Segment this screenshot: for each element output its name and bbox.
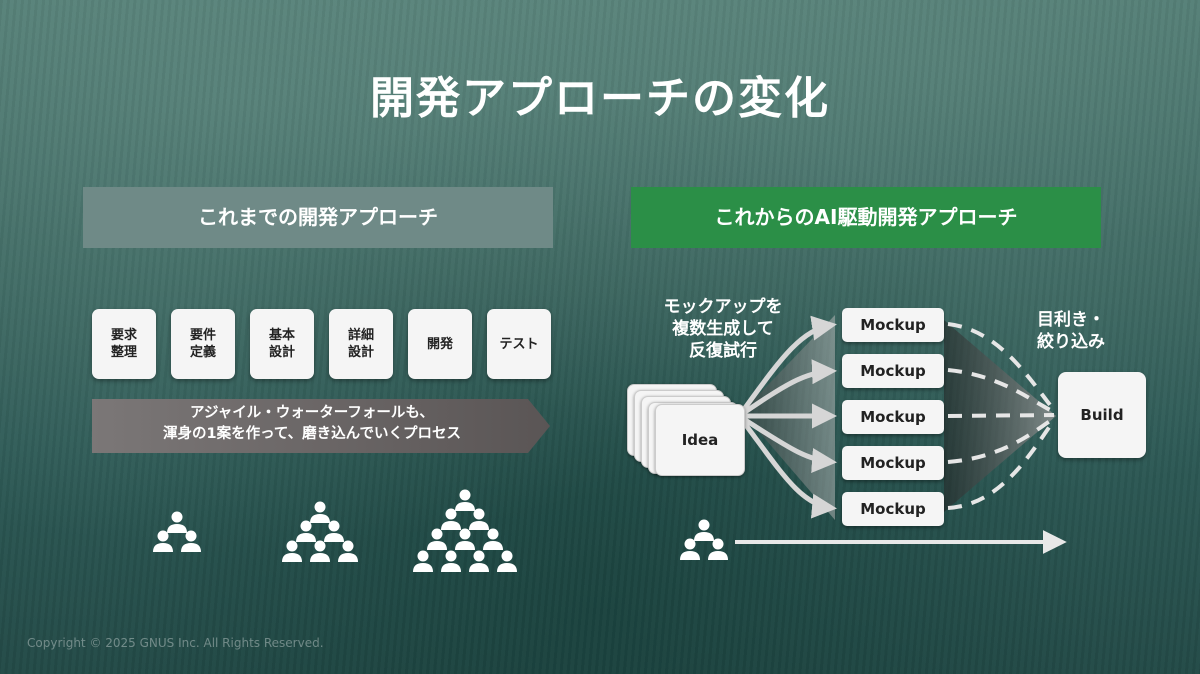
step-requirements-definition: 要件 定義 bbox=[171, 309, 235, 379]
converge-line-3 bbox=[947, 413, 1055, 418]
traditional-approach-header: これまでの開発アプローチ bbox=[83, 187, 553, 248]
fan-arrow-1 bbox=[739, 315, 837, 414]
ai-approach-header: これからのAI駆動開発アプローチ bbox=[631, 187, 1101, 248]
step-detailed-design: 詳細 設計 bbox=[329, 309, 393, 379]
converge-line-4 bbox=[947, 416, 1056, 464]
converge-line-2 bbox=[947, 368, 1055, 414]
fan-arrow-4 bbox=[740, 415, 837, 473]
step-basic-design: 基本 設計 bbox=[250, 309, 314, 379]
mockup-iteration-label: モックアップを 複数生成して 反復試行 bbox=[663, 297, 783, 361]
converge-line-1 bbox=[947, 322, 1056, 412]
ai-small-team-icon bbox=[680, 519, 728, 560]
mockup-card-3: Mockup bbox=[842, 400, 944, 434]
fan-arrow-2 bbox=[740, 359, 837, 417]
process-description: アジャイル・ウォーターフォールも、 渾身の1案を作って、磨き込んでいくプロセス bbox=[163, 405, 461, 442]
fan-arrow-5 bbox=[740, 418, 837, 519]
mockup-card-2: Mockup bbox=[842, 354, 944, 388]
converge-line-5 bbox=[947, 418, 1056, 510]
step-requirements-gathering: 要求 整理 bbox=[92, 309, 156, 379]
medium-team-icon bbox=[282, 501, 358, 562]
small-team-icon bbox=[153, 511, 201, 552]
mockup-card-5: Mockup bbox=[842, 492, 944, 526]
step-test: テスト bbox=[487, 309, 551, 379]
mockup-card-1: Mockup bbox=[842, 308, 944, 342]
copyright-text: Copyright © 2025 GNUS Inc. All Rights Re… bbox=[27, 636, 324, 650]
process-arrow bbox=[92, 399, 550, 453]
idea-card: Idea bbox=[655, 404, 745, 476]
step-development: 開発 bbox=[408, 309, 472, 379]
slide-title: 開発アプローチの変化 bbox=[370, 73, 830, 124]
mockup-card-4: Mockup bbox=[842, 446, 944, 480]
selection-label: 目利き・ 絞り込み bbox=[1037, 310, 1105, 352]
large-team-icon bbox=[413, 489, 517, 572]
build-card: Build bbox=[1058, 372, 1146, 458]
